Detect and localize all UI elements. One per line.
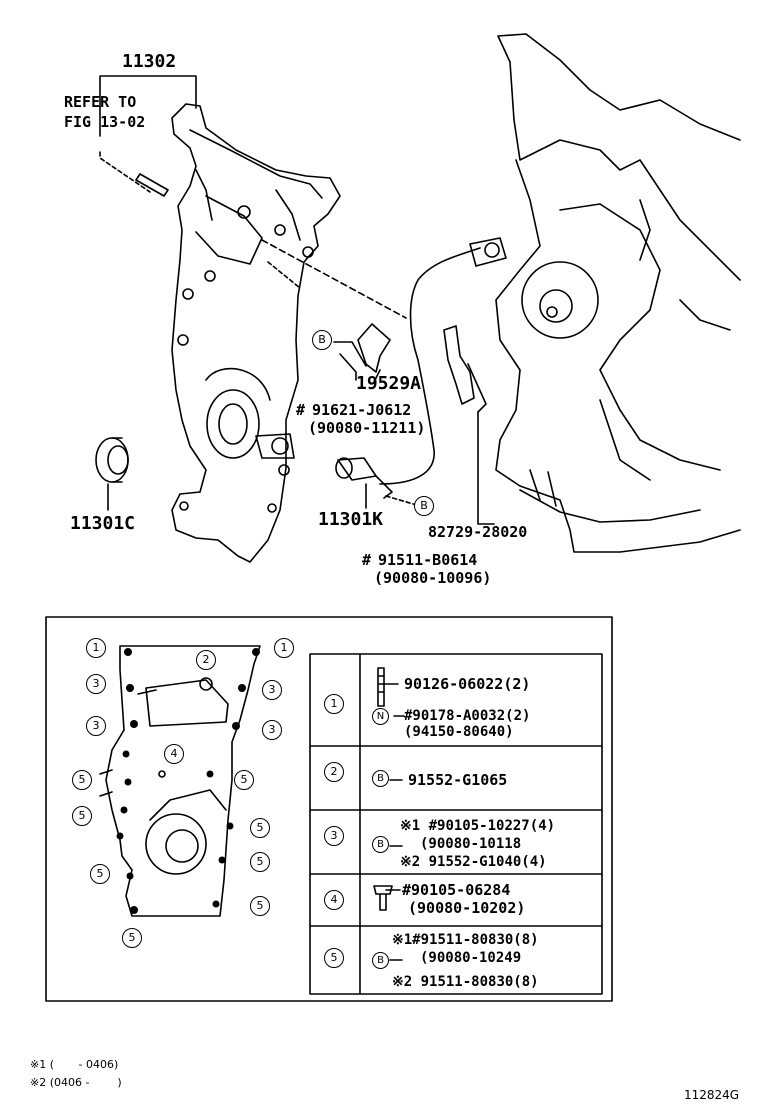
gasket-callout-5: 5	[122, 928, 142, 948]
label-refer-fig: FIG 13-02	[64, 113, 146, 131]
label-plate: 82729-28020	[428, 523, 528, 541]
legend-row5-line2: (90080-10249	[420, 950, 522, 966]
label-seal: 11301C	[70, 513, 136, 534]
gasket-callout-5: 5	[250, 852, 270, 872]
gasket-callout-5: 5	[250, 818, 270, 838]
gasket-callout-5: 5	[72, 770, 92, 790]
legend-row5-num: 5	[324, 948, 344, 968]
legend-row5-sub: B	[372, 952, 389, 969]
legend-row3-num: 3	[324, 826, 344, 846]
label-bolt1: 91621-J0612	[312, 401, 412, 419]
label-bolt1-hash: #	[296, 401, 306, 419]
gasket-callout-4: 4	[164, 744, 184, 764]
legend-row1-sub: N	[372, 708, 389, 725]
legend-row5-line1: ※1#91511-80830(8)	[392, 932, 539, 948]
legend-row3-line3: ※2 91552-G1040(4)	[400, 854, 547, 870]
engine-block	[497, 33, 741, 281]
legend-row3-line1: ※1 #90105-10227(4)	[400, 818, 556, 834]
label-bolt2-hash: #	[362, 551, 372, 569]
legend-row3-sub: B	[372, 836, 389, 853]
label-refer: REFER TO	[64, 93, 137, 111]
callout-b-bracket: B	[312, 330, 332, 350]
footnote-1: ※1 ( - 0406)	[30, 1058, 119, 1071]
leader-11302	[99, 75, 197, 137]
legend-frame	[45, 616, 613, 1002]
gasket-callout-5: 5	[72, 806, 92, 826]
gasket-callout-2: 2	[196, 650, 216, 670]
timing-cover-outline	[171, 103, 341, 563]
legend-row3-line2: (90080-10118	[420, 836, 522, 852]
legend-row1-line1: 90126-06022(2)	[404, 675, 531, 693]
footnote-2: ※2 (0406 - )	[30, 1076, 122, 1089]
label-sensor: 11301K	[318, 509, 384, 530]
callout-b-sensor: B	[414, 496, 434, 516]
gasket-callout-5: 5	[90, 864, 110, 884]
legend-row4-num: 4	[324, 890, 344, 910]
label-bolt2-alt: (90080-10096)	[374, 569, 492, 587]
legend-row1-num: 1	[324, 694, 344, 714]
legend-row1-line2: #90178-A0032(2)	[404, 708, 531, 724]
gasket-callout-5: 5	[250, 896, 270, 916]
sensor-wire	[379, 247, 481, 485]
legend-row2-line1: 91552-G1065	[408, 771, 508, 789]
legend-row1-line3: (94150-80640)	[404, 724, 514, 740]
legend-row2-num: 2	[324, 762, 344, 782]
figure-id: 112824G	[684, 1088, 740, 1102]
legend-row4-line1: #90105-06284	[402, 881, 511, 899]
gasket-callout-3: 3	[262, 720, 282, 740]
legend-row5-line3: ※2 91511-80830(8)	[392, 974, 539, 990]
gasket-callout-1: 1	[86, 638, 106, 658]
gasket-outline	[105, 645, 261, 917]
label-bolt2: 91511-B0614	[378, 551, 478, 569]
legend-table	[309, 653, 603, 995]
label-cover: 11302	[122, 51, 177, 72]
label-bracket: 19529A	[356, 373, 422, 394]
gasket-callout-1: 1	[274, 638, 294, 658]
gasket-callout-3: 3	[262, 680, 282, 700]
gasket-callout-3: 3	[86, 716, 106, 736]
legend-row2-sub: B	[372, 770, 389, 787]
gasket-callout-3: 3	[86, 674, 106, 694]
gasket-callout-5: 5	[234, 770, 254, 790]
label-bolt1-alt: (90080-11211)	[308, 419, 426, 437]
legend-row4-line2: (90080-10202)	[408, 899, 526, 917]
